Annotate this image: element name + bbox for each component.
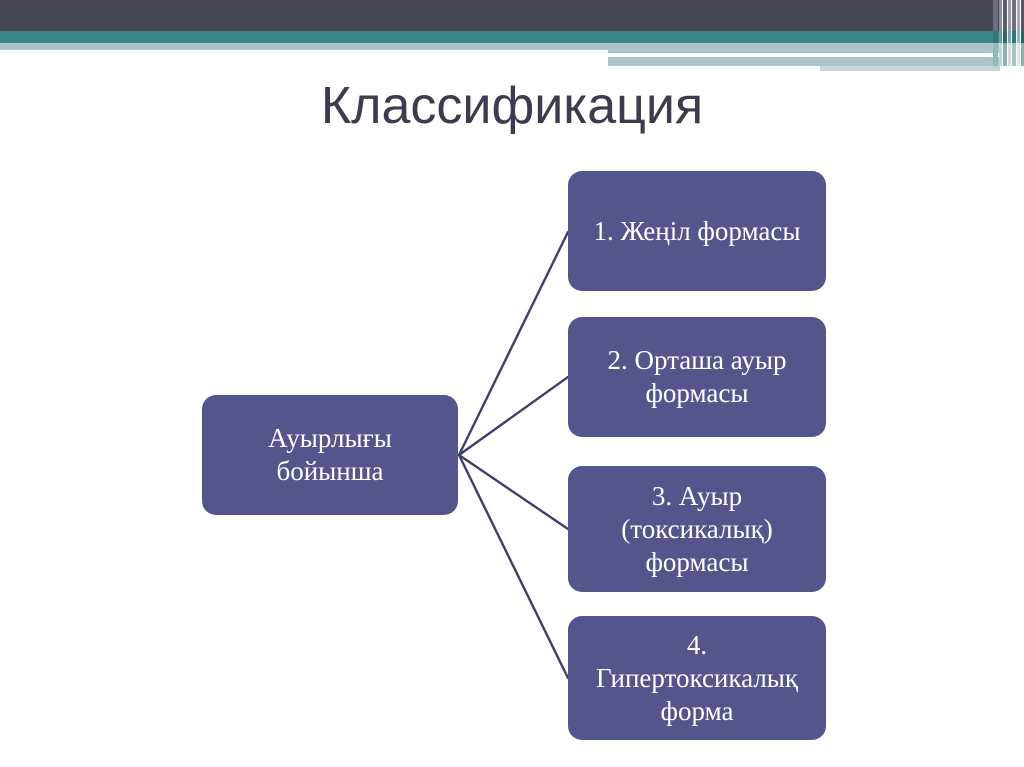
diagram-node-child-2-label: 2. Орташа ауыр формасы (607, 345, 787, 408)
banner-vertical-stripe-teal (1012, 31, 1016, 43)
banner-vertical-stripe-pale (1008, 43, 1011, 66)
banner-pale-band-left (0, 43, 608, 50)
diagram-node-child-4-label: 4. Гипертоксикалық форма (595, 629, 799, 726)
banner-vertical-stripe-pale (1017, 43, 1020, 66)
banner-vertical-stripe-teal (1021, 31, 1024, 43)
banner-vertical-stripe-teal (1003, 31, 1007, 43)
banner-pale-band-tail (820, 66, 1000, 71)
banner-vertical-stripe-pale (1012, 43, 1016, 66)
banner-teal-band (0, 31, 1000, 43)
connector-line-1 (457, 230, 570, 457)
diagram-node-child-3[interactable]: 3. Ауыр (токсикалық) формасы (568, 466, 826, 592)
banner-white-slice (608, 53, 1000, 57)
diagram-node-child-2[interactable]: 2. Орташа ауыр формасы (568, 317, 826, 437)
banner-pale-band-lower (608, 57, 1000, 66)
decorative-header-banner (0, 0, 1024, 80)
banner-vertical-stripe-pale (1003, 43, 1007, 66)
banner-white-rule (836, 53, 968, 56)
banner-vertical-stripe-teal (1017, 31, 1020, 43)
banner-vertical-stripe-pale (993, 43, 998, 66)
diagram-node-child-1[interactable]: 1. Жеңіл формасы (568, 171, 826, 291)
diagram-node-child-4[interactable]: 4. Гипертоксикалық форма (568, 616, 826, 740)
connector-line-2 (457, 375, 570, 457)
diagram-node-child-1-label: 1. Жеңіл формасы (593, 215, 801, 246)
banner-dark-band (0, 0, 1000, 31)
banner-vertical-stripe-pale (999, 43, 1002, 66)
banner-vertical-stripe-teal (999, 31, 1002, 43)
diagram-node-root-label: Ауырлығы бойынша (268, 423, 392, 486)
banner-vertical-stripe-teal (1008, 31, 1011, 43)
banner-vertical-stripe-pale (1021, 43, 1024, 66)
diagram-node-child-3-label: 3. Ауыр (токсикалық) формасы (621, 480, 773, 577)
connector-line-3 (457, 453, 570, 531)
connector-line-4 (457, 453, 570, 680)
banner-pale-band-right (608, 43, 1000, 53)
banner-vertical-stripe-teal (993, 31, 998, 43)
page-title: Классификация (320, 77, 704, 135)
diagram-node-root[interactable]: Ауырлығы бойынша (202, 395, 458, 515)
